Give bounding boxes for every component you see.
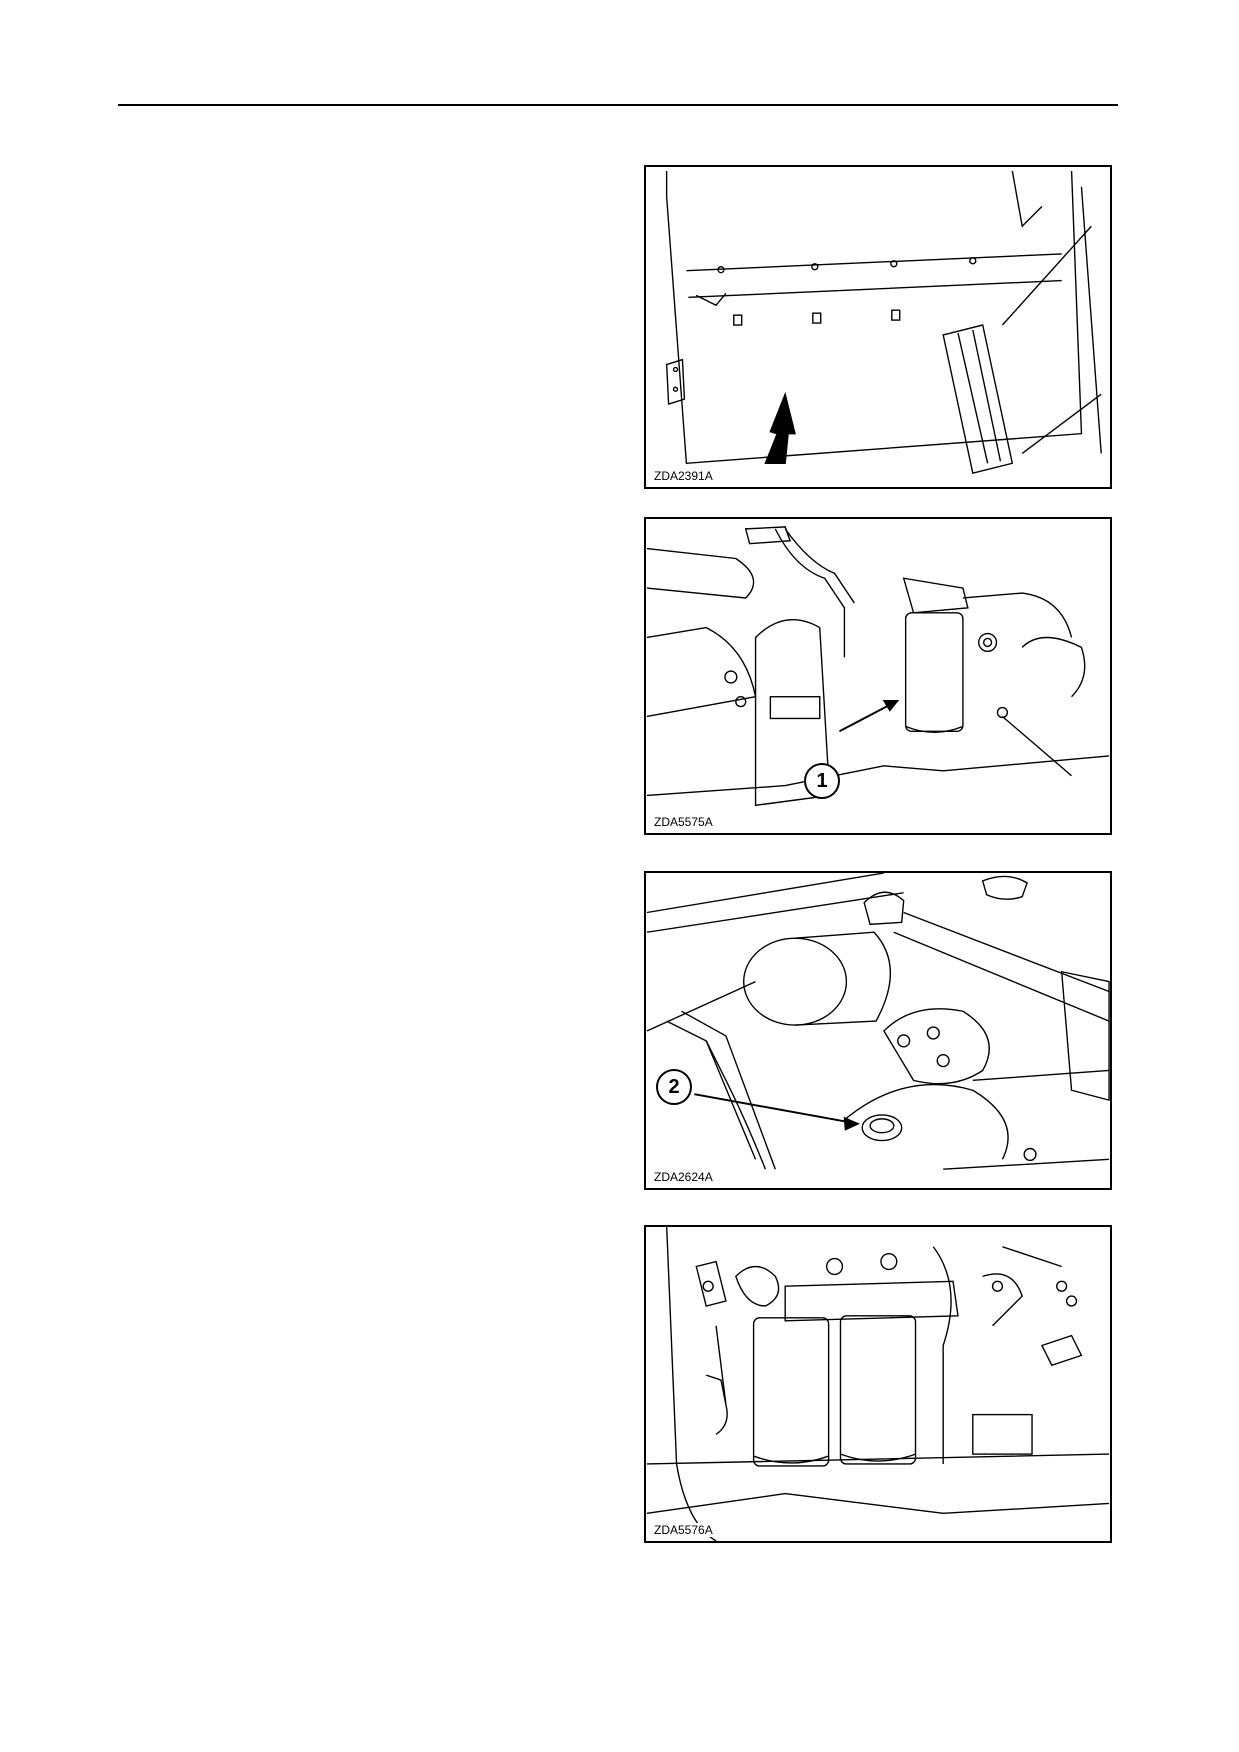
- figure-code: ZDA5575A: [652, 815, 715, 829]
- figure-code: ZDA2391A: [652, 469, 715, 483]
- figure-code: ZDA2624A: [652, 1170, 715, 1184]
- figure-oil-filters: ZDA5576A: [644, 1225, 1112, 1543]
- callout-fuel-filter: 1: [804, 763, 840, 799]
- fuel-filter-illustration: [646, 526, 1110, 807]
- panel-access-illustration: [665, 170, 1102, 475]
- figure-panel-access: ZDA2391A: [644, 165, 1112, 489]
- callout-oil-cap: 2: [656, 1069, 692, 1105]
- figure-oil-cap: 2 ZDA2624A: [644, 871, 1112, 1190]
- oil-cap-illustration: [646, 873, 1110, 1170]
- oil-filters-illustration: [646, 1227, 1110, 1541]
- figure-fuel-filter: 1 ZDA5575A: [644, 517, 1112, 835]
- header-rule: [118, 104, 1118, 106]
- figure-code: ZDA5576A: [652, 1523, 715, 1537]
